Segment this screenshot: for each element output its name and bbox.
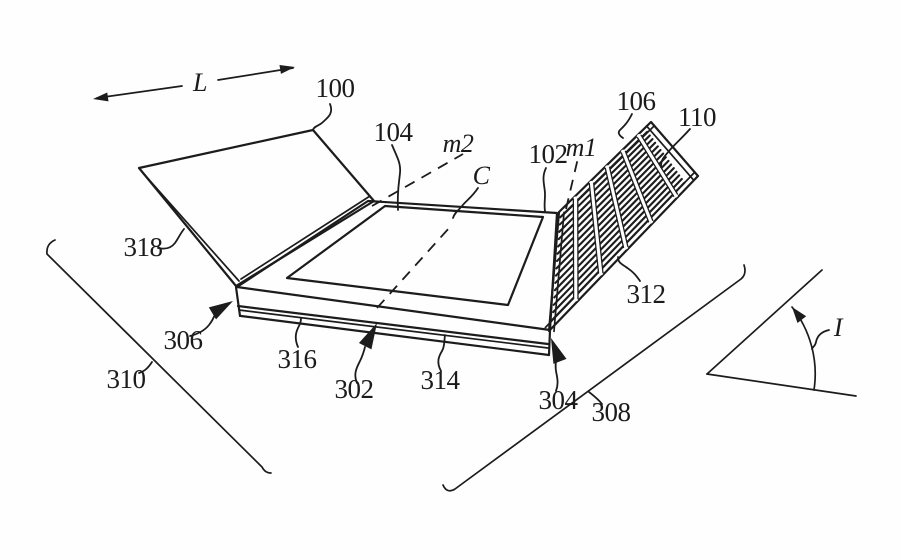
leader-312 <box>617 256 641 282</box>
label-316: 316 <box>278 344 317 374</box>
leader-318 <box>157 228 185 250</box>
axis-m2-line <box>371 153 464 207</box>
arrowhead <box>358 323 377 350</box>
label-308: 308 <box>592 397 631 427</box>
reference-labels: L 100 104 m2 C 102 m1 106 110 318 306 31… <box>107 68 845 427</box>
arrowhead <box>279 65 295 74</box>
label-306: 306 <box>164 325 203 355</box>
label-m1: m1 <box>566 133 597 162</box>
label-318: 318 <box>124 232 163 262</box>
axis-m1-line <box>565 157 579 210</box>
label-L: L <box>192 68 207 97</box>
ground-line-left <box>46 239 272 474</box>
base-front-face <box>234 285 552 357</box>
leader-102 <box>542 167 547 212</box>
label-314: 314 <box>421 365 461 395</box>
arrowhead <box>93 92 109 102</box>
leader-110 <box>660 128 691 168</box>
leader-104 <box>391 144 402 211</box>
label-102: 102 <box>529 139 568 169</box>
leader-314 <box>437 334 446 372</box>
label-302: 302 <box>335 374 374 404</box>
label-304: 304 <box>539 385 579 415</box>
label-100: 100 <box>316 73 355 103</box>
solar-panel-hatch <box>551 130 686 321</box>
label-110: 110 <box>678 102 716 132</box>
label-I: I <box>833 313 844 342</box>
base-top-face <box>235 199 559 332</box>
label-106: 106 <box>617 86 656 116</box>
leader-308 <box>588 391 603 405</box>
leader-310 <box>138 361 153 374</box>
label-310: 310 <box>107 364 146 394</box>
ground-line-right <box>442 264 746 492</box>
arrowheads <box>93 65 807 364</box>
label-m2: m2 <box>443 129 474 158</box>
lid-outline <box>137 128 376 288</box>
leader-316 <box>294 317 302 348</box>
leader-100 <box>312 103 333 131</box>
leader-lines <box>138 103 830 405</box>
arrowhead <box>551 338 567 364</box>
leader-302 <box>354 346 366 384</box>
axis-dashed-lines <box>371 153 579 309</box>
leader-i <box>811 329 830 350</box>
arrowhead <box>208 301 233 320</box>
arrowhead <box>792 307 807 323</box>
label-C: C <box>473 161 491 190</box>
leader-c <box>452 187 479 219</box>
leader-106 <box>617 113 633 139</box>
label-104: 104 <box>374 117 414 147</box>
label-312: 312 <box>627 279 666 309</box>
